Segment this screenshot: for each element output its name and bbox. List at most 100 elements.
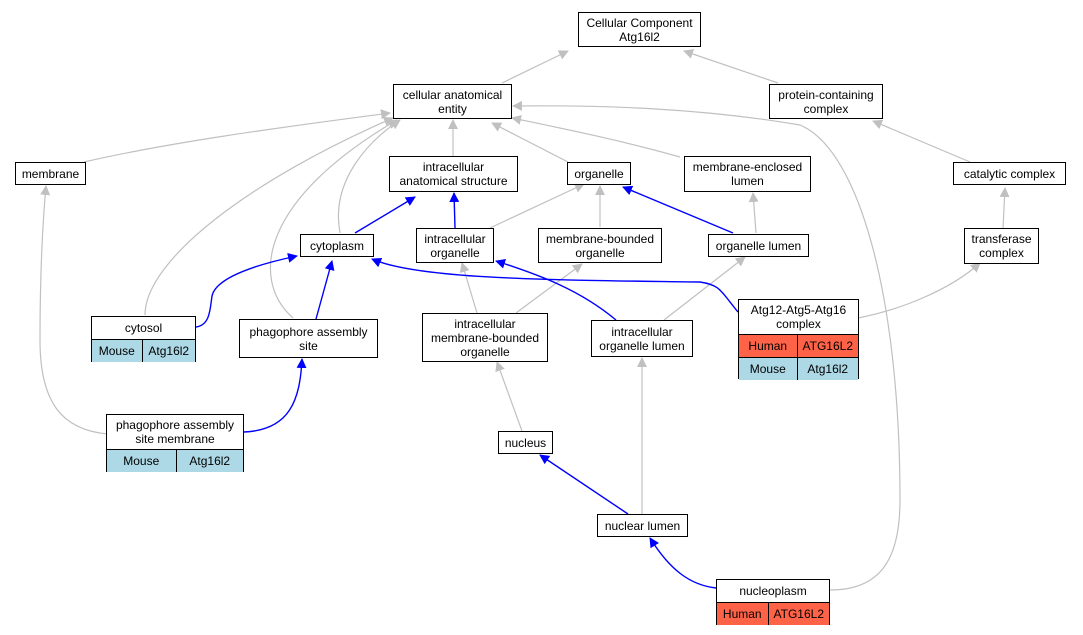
gene-cell: ATG16L2 <box>768 603 829 625</box>
edge-cytoplasm-ias <box>354 196 416 234</box>
edge-ol-organelle <box>622 185 734 234</box>
edge-cae-root <box>501 50 569 84</box>
species-row-mouse: Mouse Atg16l2 <box>739 358 858 380</box>
node-label: phagophore assembly <box>249 324 368 339</box>
node-label: organelle lumen <box>715 238 802 253</box>
edge-nucleoplasm-nl <box>649 537 717 589</box>
node-cellular-anatomical-entity[interactable]: cellular anatomical entity <box>393 84 512 119</box>
species-cell: Human <box>717 603 769 625</box>
node-nucleus[interactable]: nucleus <box>498 431 553 454</box>
node-organelle[interactable]: organelle <box>567 162 631 185</box>
node-transferase-complex[interactable]: transferase complex <box>964 228 1039 264</box>
edge-pasm-pas <box>243 358 307 433</box>
edge-iol-io <box>495 258 617 321</box>
node-label: organelle <box>574 166 624 181</box>
node-membrane-bounded-organelle[interactable]: membrane-bounded organelle <box>538 228 662 263</box>
node-label: membrane-bounded <box>545 231 655 246</box>
node-label: organelle lumen <box>599 338 685 353</box>
node-catalytic-complex[interactable]: catalytic complex <box>953 162 1066 185</box>
node-label: cellular anatomical <box>402 87 503 102</box>
edge-atg-cytoplasm <box>371 258 739 313</box>
node-intracellular-membrane-bounded-organelle[interactable]: intracellular membrane-bounded organelle <box>422 313 548 362</box>
node-label: cytosol <box>124 321 163 335</box>
edge-nucleoplasm-cae <box>512 100 901 591</box>
edge-pas-cae <box>269 119 398 319</box>
node-label: Atg12-Atg5-Atg16 <box>750 303 847 317</box>
node-label: organelle <box>575 245 625 260</box>
gene-cell: Atg16l2 <box>797 358 858 380</box>
gene-cell: ATG16L2 <box>797 335 858 357</box>
species-cell: Mouse <box>739 358 798 380</box>
node-label: intracellular <box>424 231 486 246</box>
node-label: Cellular Component <box>586 15 693 30</box>
node-membrane[interactable]: membrane <box>15 162 86 185</box>
node-label: cytoplasm <box>309 238 365 253</box>
node-label: complex <box>803 101 849 116</box>
species-row-mouse: Mouse Atg16l2 <box>92 340 195 362</box>
edge-pasm-membrane <box>39 185 109 435</box>
node-header: nucleoplasm <box>717 580 829 603</box>
node-label: site <box>299 338 318 353</box>
node-membrane-enclosed-lumen[interactable]: membrane-enclosed lumen <box>684 156 811 192</box>
node-phagophore-assembly-site-membrane[interactable]: phagophore assembly site membrane Mouse … <box>106 414 244 472</box>
node-label: organelle <box>430 245 480 260</box>
species-row-human: Human ATG16L2 <box>739 335 858 358</box>
species-cell: Mouse <box>107 450 177 472</box>
edge-mel-cae <box>511 114 681 158</box>
species-row-mouse: Mouse Atg16l2 <box>107 450 243 472</box>
node-label: nucleus <box>504 435 547 450</box>
node-label: complex <box>776 317 821 331</box>
gene-cell: Atg16l2 <box>176 450 243 472</box>
edge-atg-tc <box>857 262 981 319</box>
edge-pcc-root <box>683 49 779 84</box>
node-label: intracellular <box>611 324 673 339</box>
species-row-human: Human ATG16L2 <box>717 603 829 625</box>
edge-catalytic-pcc <box>872 119 971 163</box>
node-intracellular-anatomical-structure[interactable]: intracellular anatomical structure <box>389 156 518 192</box>
node-label: membrane-enclosed <box>692 160 803 174</box>
node-intracellular-organelle-lumen[interactable]: intracellular organelle lumen <box>591 320 693 357</box>
edge-organelle-cae <box>491 122 569 163</box>
node-phagophore-assembly-site[interactable]: phagophore assembly site <box>239 319 378 358</box>
node-header: Atg12-Atg5-Atg16 complex <box>739 300 858 335</box>
node-atg12-atg5-atg16-complex[interactable]: Atg12-Atg5-Atg16 complex Human ATG16L2 M… <box>738 299 859 380</box>
edge-tc-catalytic <box>999 187 1010 229</box>
node-label: nucleoplasm <box>739 584 807 598</box>
node-header: phagophore assembly site membrane <box>107 415 243 450</box>
species-cell: Human <box>739 335 798 357</box>
node-cellular-component-root[interactable]: Cellular Component Atg16l2 <box>578 12 701 47</box>
node-label: site membrane <box>135 432 215 446</box>
node-protein-containing-complex[interactable]: protein-containing complex <box>769 84 883 119</box>
edge-membrane-cae <box>83 109 391 163</box>
node-label: phagophore assembly <box>115 418 235 432</box>
node-label: intracellular <box>454 316 516 331</box>
node-label: Atg16l2 <box>619 29 660 44</box>
node-intracellular-organelle[interactable]: intracellular organelle <box>416 228 494 263</box>
node-nucleoplasm[interactable]: nucleoplasm Human ATG16L2 <box>716 579 830 625</box>
node-label: entity <box>438 101 467 116</box>
edge-imbo-io <box>459 262 478 314</box>
node-label: organelle <box>460 344 510 359</box>
edge-iol-ol <box>663 256 746 321</box>
node-label: membrane <box>21 166 80 181</box>
edge-cytosol-cae <box>144 116 394 316</box>
node-label: membrane-bounded <box>430 330 540 345</box>
node-label: protein-containing <box>778 87 874 102</box>
node-label: nuclear lumen <box>604 518 681 533</box>
node-label: transferase <box>971 232 1032 246</box>
edge-io-organelle <box>489 183 585 229</box>
edge-io-ias <box>449 192 460 229</box>
node-label: complex <box>979 246 1024 260</box>
node-nuclear-lumen[interactable]: nuclear lumen <box>597 514 688 537</box>
species-cell: Mouse <box>92 340 143 362</box>
node-label: catalytic complex <box>963 166 1056 181</box>
node-header: cytosol <box>92 317 195 340</box>
node-label: intracellular <box>422 160 485 174</box>
edge-pas-cytoplasm <box>315 260 335 320</box>
node-cytosol[interactable]: cytosol Mouse Atg16l2 <box>91 316 196 362</box>
edge-cytosol-cytoplasm <box>195 252 298 328</box>
node-organelle-lumen[interactable]: organelle lumen <box>708 234 809 257</box>
node-cytoplasm[interactable]: cytoplasm <box>300 234 374 257</box>
